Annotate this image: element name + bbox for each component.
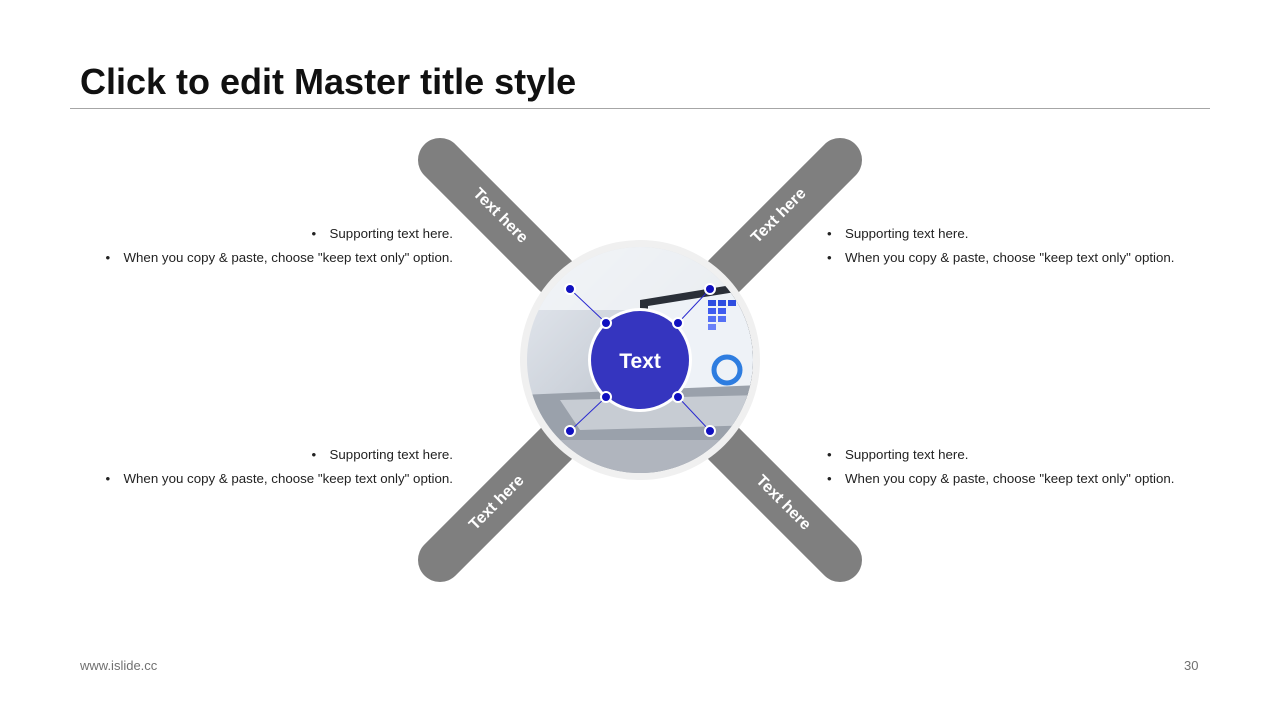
list-item: When you copy & paste, choose "keep text… [827, 467, 1174, 491]
arm-top-left [418, 138, 577, 297]
list-item: Supporting text here. [123, 222, 453, 246]
arm-top-right [703, 138, 862, 297]
bullets-bottom-right: Supporting text here. When you copy & pa… [827, 443, 1175, 491]
bullets-bottom-left: Supporting text here. When you copy & pa… [106, 443, 453, 491]
list-item: When you copy & paste, choose "keep text… [106, 467, 453, 491]
node-dots [564, 283, 716, 437]
list-item: Supporting text here. [827, 443, 1175, 467]
bullets-top-left: Supporting text here. When you copy & pa… [106, 222, 453, 270]
list-item: When you copy & paste, choose "keep text… [827, 246, 1174, 270]
laptop-photo [527, 247, 753, 473]
bullets-top-right: Supporting text here. When you copy & pa… [827, 222, 1175, 270]
center-label: Text [619, 350, 661, 373]
list-item: Supporting text here. [827, 222, 1175, 246]
page-number: 30 [1184, 658, 1199, 673]
list-item: Supporting text here. [123, 443, 453, 467]
slide-title: Click to edit Master title style [80, 61, 577, 102]
footer-url: www.islide.cc [80, 658, 158, 673]
arm-bottom-left [418, 423, 577, 582]
center-circle [591, 311, 689, 409]
connector-lines [569, 288, 711, 432]
list-item: When you copy & paste, choose "keep text… [106, 246, 453, 270]
title-divider [70, 108, 1210, 109]
arm-bottom-right [703, 423, 862, 582]
